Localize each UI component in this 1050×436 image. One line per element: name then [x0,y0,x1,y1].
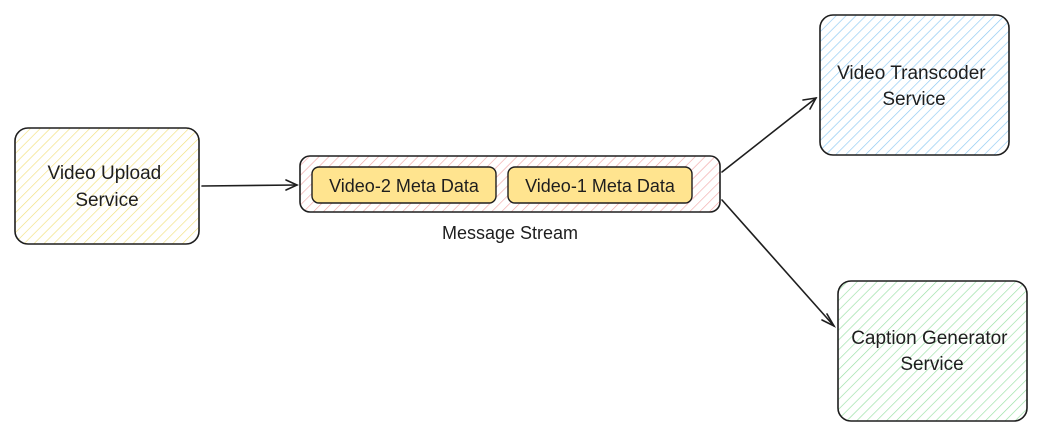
message-chip[interactable]: Video-2 Meta Data [311,166,497,204]
arrowhead-icon [802,96,818,110]
caption-generator-service-label-line2: Service [900,354,963,375]
video-transcoder-service-label-line2: Service [882,89,945,110]
message-stream-outline [299,155,721,213]
video-upload-service-label: Video Upload Service [47,163,166,211]
message-chip-label: Video-2 Meta Data [329,176,480,196]
video-upload-service-outline [14,127,200,245]
message-stream-caption: Message Stream [442,223,578,243]
edge-stream-to-caption-generator [721,199,837,328]
message-chip[interactable]: Video-1 Meta Data [507,166,693,204]
message-chip-box [507,166,693,204]
caption-generator-service-outline [837,280,1028,422]
video-upload-service-label-line1: Video Upload [47,163,161,184]
video-transcoder-service-node[interactable]: Video Transcoder Service [819,14,1010,156]
arrowhead-icon [285,179,299,191]
video-upload-service-fill [15,128,199,244]
arrowhead-icon [821,313,837,328]
message-chip-box [311,166,497,204]
message-chip-label: Video-1 Meta Data [525,176,676,196]
caption-generator-service-fill [838,281,1027,421]
caption-generator-service-node[interactable]: Caption Generator Service [837,280,1028,422]
video-transcoder-service-outline [819,14,1010,156]
edge-stream-to-transcoder-line [721,97,817,173]
caption-generator-service-label: Caption Generator Service [851,328,1013,375]
video-transcoder-service-label-line1: Video Transcoder [837,63,986,84]
video-transcoder-service-fill [820,15,1009,155]
video-upload-service-label-line2: Service [75,190,138,211]
edge-upload-to-stream [201,179,299,191]
message-stream-node[interactable]: Video-2 Meta Data Video-1 Meta Data Mess… [299,155,721,243]
caption-generator-service-label-line1: Caption Generator [851,328,1008,349]
video-upload-service-node[interactable]: Video Upload Service [14,127,200,245]
edge-stream-to-transcoder [721,96,818,173]
edge-stream-to-caption-generator-line [721,199,835,327]
video-transcoder-service-label: Video Transcoder Service [837,63,991,110]
edge-upload-to-stream-line [201,184,298,187]
